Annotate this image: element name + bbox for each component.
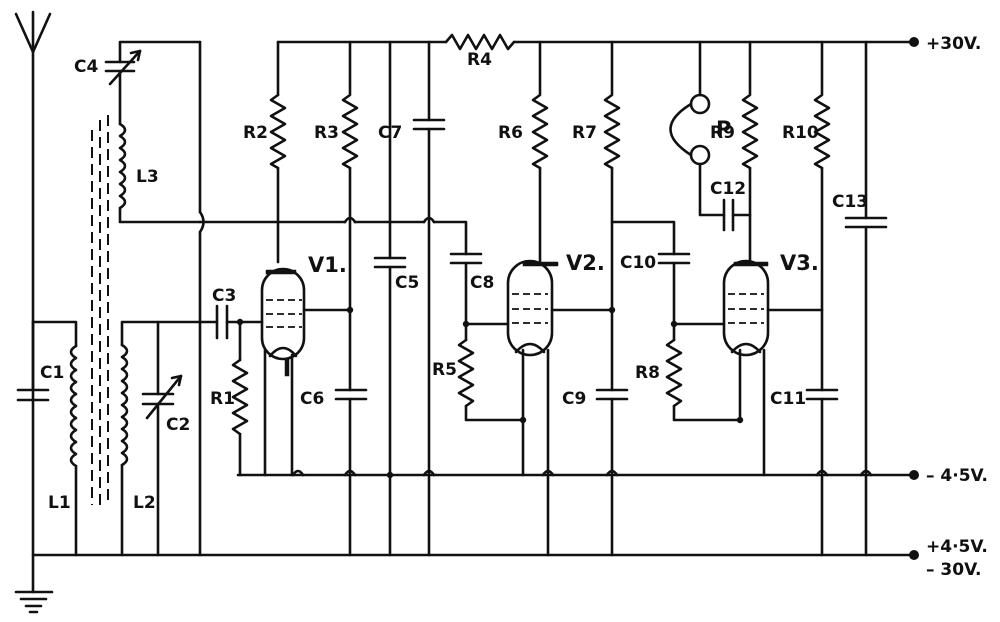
junction-dots <box>236 306 744 479</box>
c1-top-wire <box>31 320 78 348</box>
r9-label: R9 <box>710 123 735 143</box>
minus30-label: – 30V. <box>926 560 982 580</box>
capacitor-c4 <box>104 49 142 126</box>
phone-bottom-wire <box>698 162 726 217</box>
r5-bottom-wire <box>464 404 525 422</box>
tube-v1 <box>260 267 306 361</box>
resistor-r1 <box>231 358 249 477</box>
resistor-r3 <box>341 40 359 170</box>
v2-plate-to-c10-wire <box>610 220 676 256</box>
c1-label: C1 <box>40 363 64 383</box>
c5-label: C5 <box>395 273 419 293</box>
r8-label: R8 <box>635 363 660 383</box>
capacitor-c10 <box>657 252 691 265</box>
v2-label: V2. <box>566 251 605 275</box>
tube-v2 <box>506 259 559 357</box>
v1-label: V1. <box>308 253 347 277</box>
c4-label: C4 <box>74 57 98 77</box>
capacitor-c3 <box>215 304 229 340</box>
c6-label: C6 <box>300 389 324 409</box>
l2-label: L2 <box>133 493 156 513</box>
plus30-label: +30V. <box>926 34 981 54</box>
plus30-terminal[interactable] <box>909 37 919 47</box>
inductor-l1 <box>69 344 78 557</box>
resistor-r8 <box>665 338 683 408</box>
resistor-r5 <box>457 338 475 408</box>
resistor-r4 <box>444 33 516 51</box>
r8-bottom-wire <box>672 404 742 422</box>
r4-label: R4 <box>467 50 492 70</box>
c8-label: C8 <box>470 273 494 293</box>
plus45-terminal[interactable] <box>909 550 919 560</box>
c12-label: C12 <box>710 179 746 199</box>
c10-label: C10 <box>620 253 656 273</box>
headphone-p[interactable] <box>669 93 711 166</box>
p-label: P <box>716 117 731 141</box>
capacitor-c9 <box>595 388 629 401</box>
l1-label: L1 <box>48 493 71 513</box>
capacitor-c2 <box>141 320 183 557</box>
tube-v3 <box>722 259 770 357</box>
capacitor-c11 <box>805 388 839 401</box>
resistor-r6 <box>531 40 549 170</box>
inductor-l3 <box>118 122 202 224</box>
r10-label: R10 <box>782 123 819 143</box>
minus45-rail-crossovers <box>291 469 873 477</box>
l3-label: L3 <box>136 167 159 187</box>
l3-c4-loop-wire <box>118 40 202 64</box>
c10-bottom-wire <box>672 261 726 326</box>
capacitor-c5 <box>373 256 407 269</box>
resistor-r10 <box>813 40 831 170</box>
r1-label: R1 <box>210 389 235 409</box>
capacitor-c8 <box>449 252 483 265</box>
c11-label: C11 <box>770 389 806 409</box>
ferrite-core <box>91 115 109 505</box>
capacitor-c7 <box>412 118 446 131</box>
resistor-r9 <box>741 40 759 170</box>
r3-label: R3 <box>314 123 339 143</box>
reaction-line-wire <box>198 220 468 256</box>
c9-label: C9 <box>562 389 586 409</box>
ground-symbol <box>14 590 54 614</box>
plus45-label: +4·5V. <box>926 537 988 557</box>
c3-label: C3 <box>212 286 236 306</box>
r6-label: R6 <box>498 123 523 143</box>
r7-label: R7 <box>572 123 597 143</box>
c13-label: C13 <box>832 192 868 212</box>
antenna-symbol <box>14 10 52 54</box>
resistor-r7 <box>603 40 621 170</box>
capacitor-c13 <box>844 216 888 229</box>
minus45-terminal[interactable] <box>909 470 919 480</box>
l2-top-wire <box>120 320 202 557</box>
minus45-label: – 4·5V. <box>926 466 988 486</box>
c2-label: C2 <box>166 415 190 435</box>
inductor-l2 <box>120 343 129 557</box>
capacitor-c12 <box>722 198 735 232</box>
r5-label: R5 <box>432 360 457 380</box>
r2-label: R2 <box>243 123 268 143</box>
capacitor-c6 <box>334 388 368 401</box>
capacitor-c1 <box>16 320 50 402</box>
resistor-r2 <box>269 93 287 264</box>
v3-label: V3. <box>780 251 819 275</box>
c7-label: C7 <box>378 123 402 143</box>
